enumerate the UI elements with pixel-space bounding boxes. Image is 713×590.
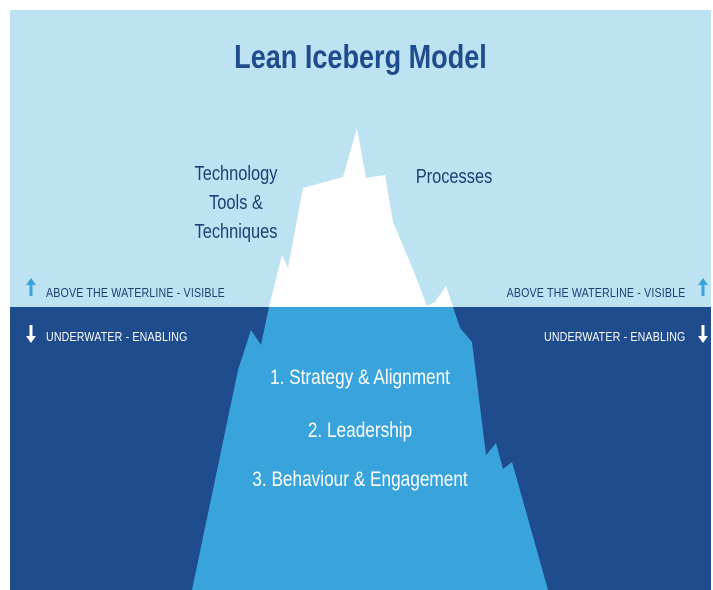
diagram-title: Lean Iceberg Model: [234, 38, 487, 75]
iceberg-diagram: Lean Iceberg Model Technology Tools & Te…: [10, 10, 711, 590]
waterline-above-right-text: ABOVE THE WATERLINE - VISIBLE: [506, 286, 685, 300]
waterline-above-left-text: ABOVE THE WATERLINE - VISIBLE: [46, 286, 225, 300]
processes-label: Processes: [415, 166, 493, 188]
technology-label-line: Techniques: [194, 221, 278, 243]
technology-label-line: Technology: [194, 163, 278, 185]
arrow-up-icon: [698, 278, 708, 296]
iceberg-visible-part: [269, 128, 453, 307]
underwater-item: 2. Leadership: [307, 419, 413, 442]
arrow-down-icon: [26, 325, 36, 343]
arrow-up-icon: [26, 278, 36, 296]
iceberg-submerged-part: [192, 307, 548, 590]
iceberg-shape: [192, 128, 548, 590]
technology-tools-techniques-label: Technology Tools & Techniques: [187, 160, 285, 247]
underwater-item: 3. Behaviour & Engagement: [252, 468, 468, 491]
waterline-below-right-text: UNDERWATER - ENABLING: [543, 330, 685, 344]
arrow-down-icon: [698, 325, 708, 343]
technology-label-line: Tools &: [209, 192, 263, 214]
waterline-below-left-text: UNDERWATER - ENABLING: [46, 330, 188, 344]
underwater-item: 1. Strategy & Alignment: [270, 366, 450, 389]
